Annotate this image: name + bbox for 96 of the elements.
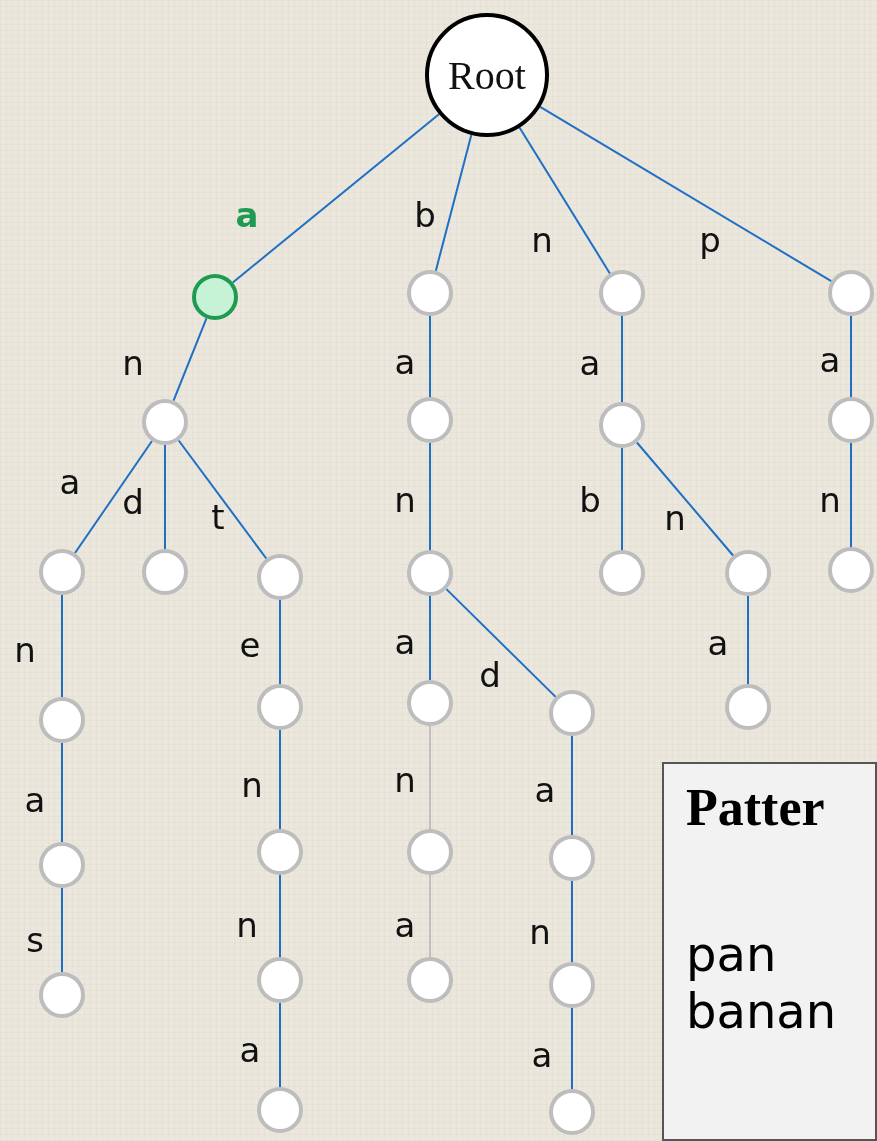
edge-label: n <box>241 768 263 802</box>
edge-label: d <box>479 658 501 692</box>
trie-node-circle <box>257 554 303 600</box>
tree-edge <box>74 439 153 555</box>
tree-edge <box>61 742 63 843</box>
edge-label: p <box>699 223 721 257</box>
tree-edge <box>571 880 573 963</box>
tree-edge <box>850 442 852 548</box>
trie-node-circle <box>257 684 303 730</box>
tree-edge <box>177 439 268 560</box>
tree-edge <box>279 1002 281 1088</box>
edge-label: a <box>707 626 729 660</box>
tree-edge <box>279 729 281 830</box>
edge-label: n <box>664 501 686 535</box>
node-label: Root <box>448 51 526 99</box>
trie-node-circle <box>39 972 85 1018</box>
trie-node-circle <box>828 397 874 443</box>
edge-label: n <box>236 908 258 942</box>
edge-label: a <box>235 198 259 232</box>
tree-edge <box>518 126 611 275</box>
edge-label: a <box>59 465 81 499</box>
trie-node-circle <box>257 957 303 1003</box>
edge-label: n <box>122 346 144 380</box>
tree-edge <box>429 725 431 830</box>
trie-node-circle <box>39 697 85 743</box>
edge-label: a <box>394 625 416 659</box>
pattern-panel <box>662 762 877 1141</box>
edge-label: b <box>414 198 436 232</box>
tree-edge <box>61 594 63 698</box>
tree-edge <box>635 441 735 557</box>
trie-node-circle <box>407 270 453 316</box>
tree-edge <box>434 134 473 272</box>
edge-label: n <box>14 633 36 667</box>
trie-node-circle <box>549 962 595 1008</box>
edge-label: a <box>394 345 416 379</box>
tree-edge <box>429 595 431 681</box>
tree-edge <box>164 444 166 550</box>
trie-node-circle <box>599 270 645 316</box>
tree-edge <box>279 874 281 958</box>
tree-edge <box>747 595 749 685</box>
tree-edge <box>231 113 440 284</box>
tree-edge <box>850 315 852 398</box>
trie-node-circle <box>142 399 188 445</box>
trie-node-circle <box>599 402 645 448</box>
edge-label: a <box>394 908 416 942</box>
trie-node-circle <box>407 829 453 875</box>
tree-edge <box>571 1007 573 1090</box>
edge-label: a <box>579 346 601 380</box>
trie-node-circle <box>828 547 874 593</box>
trie-node-circle <box>549 1089 595 1135</box>
edge-label: a <box>534 773 556 807</box>
trie-node-circle <box>39 842 85 888</box>
tree-edge <box>445 588 557 698</box>
trie-node-circle <box>192 274 238 320</box>
pattern-text: pan <box>686 925 777 984</box>
trie-node-circle <box>407 397 453 443</box>
trie-node-circle <box>599 550 645 596</box>
edge-label: n <box>819 483 841 517</box>
trie-node-circle <box>549 690 595 736</box>
tree-edge <box>279 599 281 685</box>
edge-label: s <box>26 923 44 957</box>
tree-edge <box>172 317 208 402</box>
edge-label: d <box>122 485 144 519</box>
trie-node-circle <box>142 549 188 595</box>
edge-label: e <box>239 628 261 662</box>
trie-node-circle <box>407 957 453 1003</box>
trie-node-circle <box>828 270 874 316</box>
edge-label: n <box>531 223 553 257</box>
tree-edge <box>61 887 63 973</box>
edge-label: b <box>579 483 601 517</box>
trie-node-circle <box>407 680 453 726</box>
tree-edge <box>571 735 573 836</box>
tree-edge <box>621 315 623 403</box>
edge-label: a <box>819 343 841 377</box>
tree-edge <box>429 874 431 958</box>
tree-edge <box>539 105 833 283</box>
root-node-circle <box>425 13 549 137</box>
tree-edge <box>429 442 431 551</box>
trie-node-circle <box>407 550 453 596</box>
trie-node-circle <box>257 1087 303 1133</box>
trie-node-circle <box>725 684 771 730</box>
edge-label: t <box>211 500 225 534</box>
edge-label: a <box>239 1033 261 1067</box>
tree-edge <box>429 315 431 398</box>
trie-node-circle <box>549 835 595 881</box>
trie-node-circle <box>725 550 771 596</box>
pattern-text: banan <box>686 983 837 1041</box>
edge-label: a <box>531 1038 553 1072</box>
edge-label: n <box>394 763 416 797</box>
trie-node-circle <box>257 829 303 875</box>
trie-node-circle <box>39 549 85 595</box>
edge-label: a <box>24 783 46 817</box>
edge-label: n <box>394 483 416 517</box>
panel-heading: Patter <box>686 778 825 838</box>
tree-edge <box>621 447 623 551</box>
edge-label: n <box>529 915 551 949</box>
